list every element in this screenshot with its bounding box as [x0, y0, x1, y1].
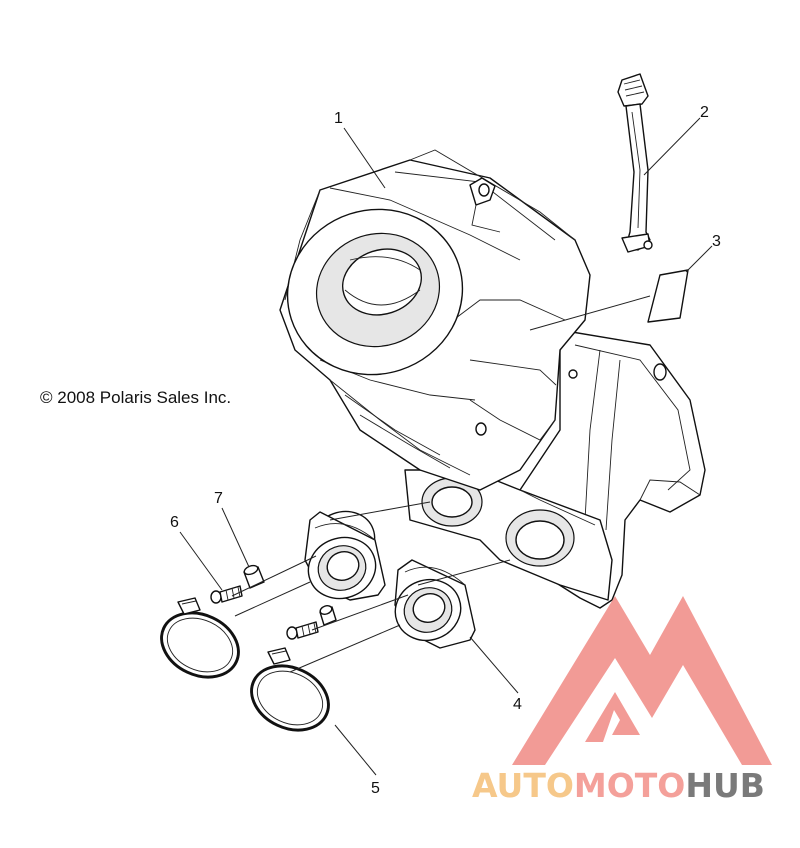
- strap: [617, 73, 653, 253]
- watermark-triangle-icon: [512, 596, 772, 765]
- watermark-auto: AUTO: [472, 766, 574, 805]
- callout-5: 5: [371, 780, 380, 797]
- watermark-moto: MOTO: [574, 766, 685, 805]
- copyright-text: © 2008 Polaris Sales Inc.: [40, 388, 231, 407]
- callout-3: 3: [712, 233, 721, 250]
- intake-boot-upper: [304, 510, 386, 601]
- callout-2: 2: [700, 104, 709, 121]
- spacer-lower: [319, 605, 337, 626]
- watermark-logo: [512, 596, 772, 765]
- callout-leaders: [179, 117, 713, 776]
- watermark-text: AUTOMOTOHUB: [472, 766, 765, 805]
- airbox-housing: [279, 149, 706, 609]
- callout-6: 6: [170, 514, 179, 531]
- intake-boot-lower: [394, 559, 476, 649]
- callout-1: 1: [334, 110, 343, 127]
- spacer-upper: [243, 564, 265, 589]
- hose-clamp-lower: [250, 647, 330, 732]
- callout-7: 7: [214, 490, 223, 507]
- watermark-hub: HUB: [685, 766, 765, 805]
- label-decal: [647, 269, 689, 323]
- assembly-lines: [231, 501, 511, 673]
- hose-clamp-upper: [160, 597, 240, 679]
- screw-upper: [210, 585, 243, 604]
- screw-lower: [286, 621, 319, 640]
- callout-4: 4: [513, 696, 522, 713]
